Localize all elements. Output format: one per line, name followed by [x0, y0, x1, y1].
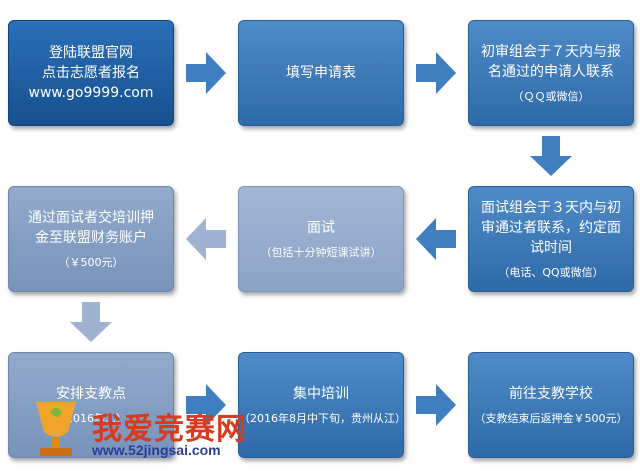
step-8-line-1: 集中培训	[293, 385, 349, 402]
step-5-box: 面试 （包括十分钟短课试讲）	[238, 186, 404, 292]
step-6-note: （￥500元）	[58, 255, 124, 269]
step-3-box: 初审组会于７天内与报 名通过的申请人联系 （ＱＱ或微信）	[468, 20, 634, 126]
watermark-title: 我爱竞赛网	[92, 412, 247, 447]
step-5-line-1: 面试	[307, 219, 335, 236]
step-6-line-1: 通过面试者交培训押	[28, 209, 154, 226]
step-2-box: 填写申请表	[238, 20, 404, 126]
step-1-box: 登陆联盟官网 点击志愿者报名 www.go9999.com	[8, 20, 174, 126]
step-5-note: （包括十分钟短课试讲）	[260, 245, 382, 259]
step-3-line-1: 初审组会于７天内与报	[481, 43, 621, 60]
step-6-box: 通过面试者交培训押 金至联盟财务账户 （￥500元）	[8, 186, 174, 292]
arrow-right-icon	[416, 384, 456, 426]
watermark: 我爱竞赛网 www.52jingsai.com	[8, 398, 268, 464]
step-9-box: 前往支教学校 （支教结束后返押金￥500元）	[468, 352, 634, 458]
step-9-note: （支教结束后返押金￥500元）	[474, 411, 628, 425]
arrow-right-icon	[186, 52, 226, 94]
arrow-down-icon	[530, 136, 572, 176]
step-4-box: 面试组会于３天内与初 审通过者联系，约定面 试时间 （电话、QQ或微信）	[468, 186, 634, 292]
step-4-line-3: 试时间	[530, 239, 572, 256]
step-8-note: （2016年8月中下旬，贵州从江）	[239, 411, 406, 425]
step-4-line-1: 面试组会于３天内与初	[481, 199, 621, 216]
step-1-line-2: 点击志愿者报名	[42, 65, 140, 81]
trophy-logo-icon	[36, 402, 76, 456]
step-3-line-2: 名通过的申请人联系	[488, 63, 614, 80]
arrow-left-icon	[186, 218, 226, 260]
arrow-right-icon	[416, 52, 456, 94]
step-4-line-2: 审通过者联系，约定面	[481, 219, 621, 236]
step-8-box: 集中培训 （2016年8月中下旬，贵州从江）	[238, 352, 406, 458]
watermark-url: www.52jingsai.com	[92, 442, 221, 458]
step-4-note: （电话、QQ或微信）	[498, 265, 604, 279]
arrow-left-icon	[416, 218, 456, 260]
arrow-down-icon	[70, 302, 112, 342]
step-2-line-1: 填写申请表	[286, 65, 356, 81]
step-9-line-1: 前往支教学校	[509, 385, 593, 402]
step-7-note: （2016年…）	[55, 411, 127, 425]
step-3-note: （ＱＱ或微信）	[512, 89, 590, 103]
step-1-line-1: 登陆联盟官网	[49, 45, 133, 61]
step-7-box: 安排支教点 （2016年…）	[8, 352, 174, 458]
step-7-line-1: 安排支教点	[56, 385, 126, 402]
step-1-url: www.go9999.com	[28, 85, 154, 101]
step-6-line-2: 金至联盟财务账户	[35, 229, 147, 246]
arrow-right-icon	[186, 384, 226, 426]
